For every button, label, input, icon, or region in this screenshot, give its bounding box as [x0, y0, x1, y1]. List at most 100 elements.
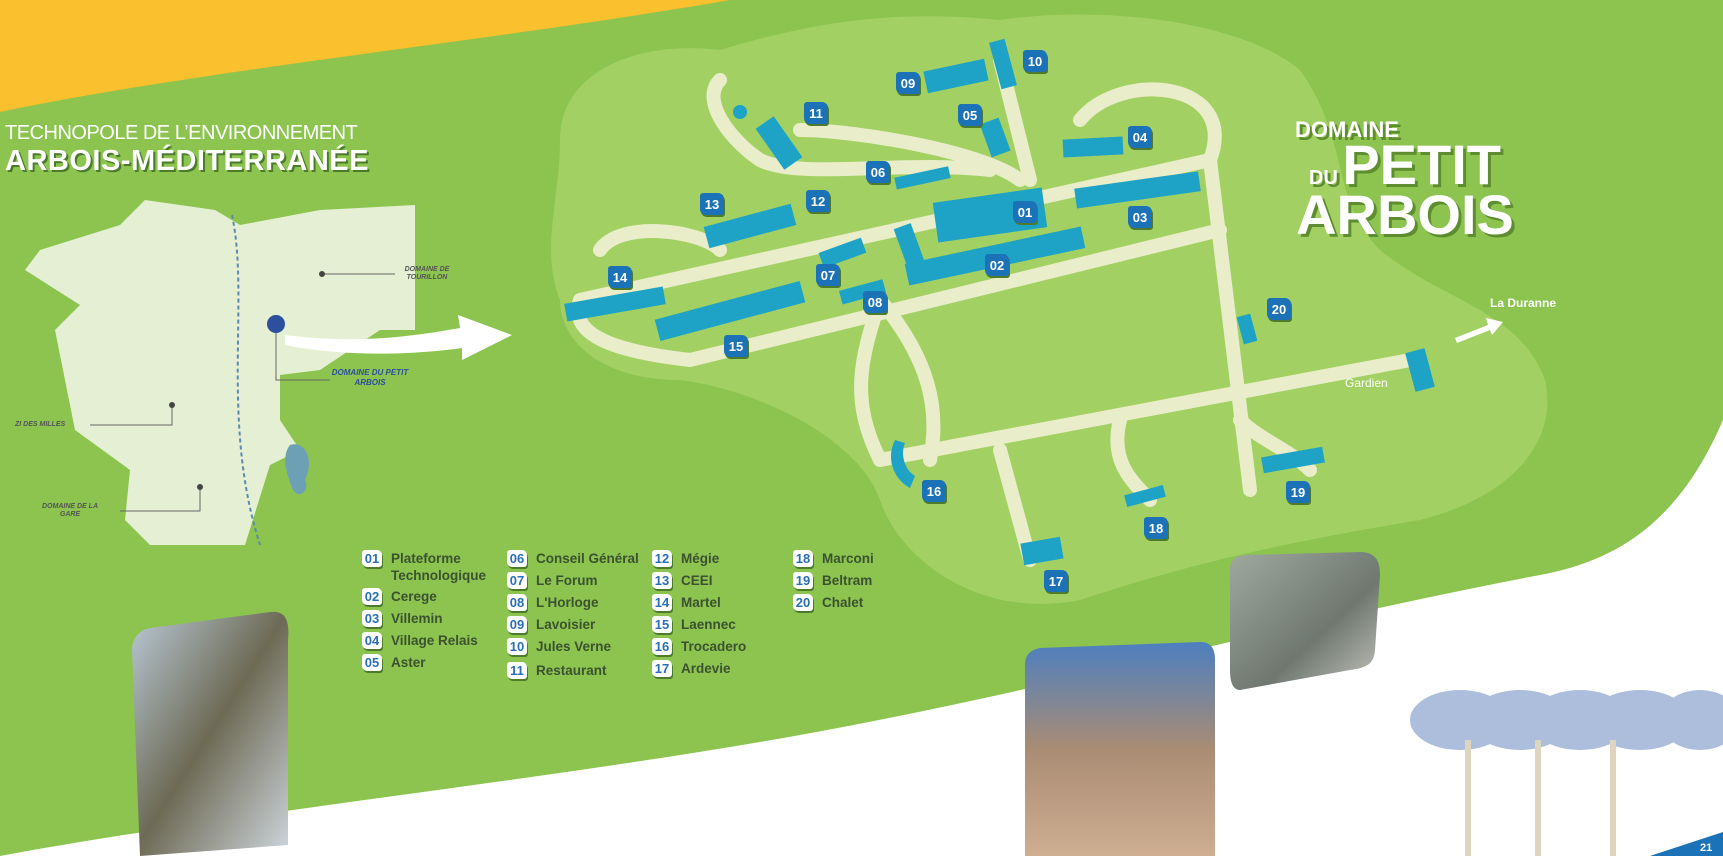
petit-arbois-dot: [267, 315, 285, 333]
legend-number-badge: 12: [652, 550, 672, 567]
map-marker-02[interactable]: 02: [985, 254, 1009, 276]
locator-map-shape: [25, 200, 415, 545]
legend-item: 13 CEEI: [652, 572, 713, 589]
legend-item: 04 Village Relais: [362, 632, 478, 649]
legend-item: 19 Beltram: [793, 572, 872, 589]
legend-number-badge: 11: [507, 662, 527, 679]
legend-number-badge: 01: [362, 550, 382, 567]
legend-label: Mégie: [681, 551, 720, 566]
legend-item: 15 Laennec: [652, 616, 736, 633]
photo-clocktower: [1025, 642, 1215, 856]
legend-label: Cerege: [391, 589, 437, 604]
legend-label: CEEI: [681, 573, 713, 588]
label-la-gare: DOMAINE DE LA GARE: [42, 503, 98, 519]
legend-item: 03 Villemin: [362, 610, 443, 627]
legend-number-badge: 08: [507, 594, 527, 611]
map-marker-11[interactable]: 11: [804, 102, 828, 124]
legend-label: Aster: [391, 655, 426, 670]
legend-item: 12 Mégie: [652, 550, 719, 567]
legend-label: Plateforme Technologique: [391, 551, 486, 583]
legend-number-badge: 09: [507, 616, 527, 633]
legend-number-badge: 20: [793, 594, 813, 611]
map-marker-18[interactable]: 18: [1144, 517, 1168, 539]
map-marker-20[interactable]: 20: [1267, 298, 1291, 320]
label-petit-arbois: DOMAINE DU PETIT ARBOIS: [331, 368, 409, 387]
legend-label: Martel: [681, 595, 721, 610]
legend-number-badge: 13: [652, 572, 672, 589]
page-number: 21: [1700, 842, 1713, 854]
legend-number-badge: 19: [793, 572, 813, 589]
label-gardien: Gardien: [1345, 376, 1388, 390]
map-marker-05[interactable]: 05: [958, 104, 982, 126]
legend-number-badge: 05: [362, 654, 382, 671]
legend-item: 01 Plateforme Technologique: [362, 550, 492, 584]
page-tab: [1650, 832, 1723, 856]
legend-item: 17 Ardevie: [652, 660, 731, 677]
legend-label: Villemin: [391, 611, 443, 626]
arrow-to-campus: [285, 315, 512, 360]
legend-item: 05 Aster: [362, 654, 426, 671]
map-marker-17[interactable]: 17: [1044, 570, 1068, 592]
legend-number-badge: 03: [362, 610, 382, 627]
photo-building-left: [132, 611, 289, 856]
map-marker-04[interactable]: 04: [1128, 126, 1152, 148]
legend-label: L'Horloge: [536, 595, 599, 610]
trees-illustration: [1410, 690, 1723, 856]
map-marker-16[interactable]: 16: [922, 480, 946, 502]
photo-glass-building: [1230, 552, 1380, 690]
legend-number-badge: 15: [652, 616, 672, 633]
header-title: ARBOIS-MÉDITERRANÉE: [5, 145, 369, 177]
legend-label: Lavoisier: [536, 617, 596, 632]
legend-number-badge: 04: [362, 632, 382, 649]
legend-item: 08 L'Horloge: [507, 594, 598, 611]
legend-item: 09 Lavoisier: [507, 616, 595, 633]
legend-item: 02 Cerege: [362, 588, 437, 605]
label-zi-milles: ZI DES MILLES: [15, 421, 66, 428]
legend-item: 07 Le Forum: [507, 572, 598, 589]
legend-item: 20 Chalet: [793, 594, 863, 611]
map-marker-15[interactable]: 15: [724, 335, 748, 357]
legend-label: Beltram: [822, 573, 873, 588]
map-marker-01[interactable]: 01: [1013, 201, 1037, 223]
legend-number-badge: 06: [507, 550, 527, 567]
header-subtitle: TECHNOPOLE DE L’ENVIRONNEMENT: [5, 122, 358, 144]
yellow-corner: [0, 0, 730, 112]
legend-number-badge: 02: [362, 588, 382, 605]
map-marker-03[interactable]: 03: [1128, 206, 1152, 228]
legend-number-badge: 16: [652, 638, 672, 655]
legend-number-badge: 10: [507, 638, 527, 655]
domain-title-du: DU: [1308, 166, 1338, 189]
legend-label: Trocadero: [681, 639, 747, 654]
legend-number-badge: 07: [507, 572, 527, 589]
map-marker-07[interactable]: 07: [816, 264, 840, 286]
arrow-la-duranne: [1455, 318, 1503, 343]
map-marker-19[interactable]: 19: [1286, 481, 1310, 503]
map-marker-12[interactable]: 12: [806, 190, 830, 212]
legend-label: Village Relais: [391, 633, 478, 648]
legend-label: Chalet: [822, 595, 864, 610]
legend-label: Conseil Général: [536, 551, 639, 566]
legend-item: 16 Trocadero: [652, 638, 746, 655]
map-marker-09[interactable]: 09: [896, 72, 920, 94]
label-tourillon: DOMAINE DE TOURILLON: [404, 266, 450, 282]
legend-number-badge: 18: [793, 550, 813, 567]
domain-title-line1: DOMAINE: [1295, 117, 1399, 142]
map-marker-08[interactable]: 08: [863, 291, 887, 313]
legend-label: Le Forum: [536, 573, 598, 588]
legend-label: Restaurant: [536, 663, 607, 678]
domain-title: DOMAINE DU PETIT ARBOIS: [1290, 117, 1520, 247]
map-marker-14[interactable]: 14: [608, 266, 632, 288]
map-marker-13[interactable]: 13: [700, 193, 724, 215]
legend-number-badge: 17: [652, 660, 672, 677]
map-marker-10[interactable]: 10: [1023, 50, 1047, 72]
legend-label: Ardevie: [681, 661, 731, 676]
domain-title-arbois: ARBOIS: [1296, 183, 1514, 247]
legend-item: 11 Restaurant: [507, 662, 607, 679]
legend-label: Laennec: [681, 617, 736, 632]
map-marker-06[interactable]: 06: [866, 161, 890, 183]
legend-label: Marconi: [822, 551, 874, 566]
legend-item: 06 Conseil Général: [507, 550, 639, 567]
